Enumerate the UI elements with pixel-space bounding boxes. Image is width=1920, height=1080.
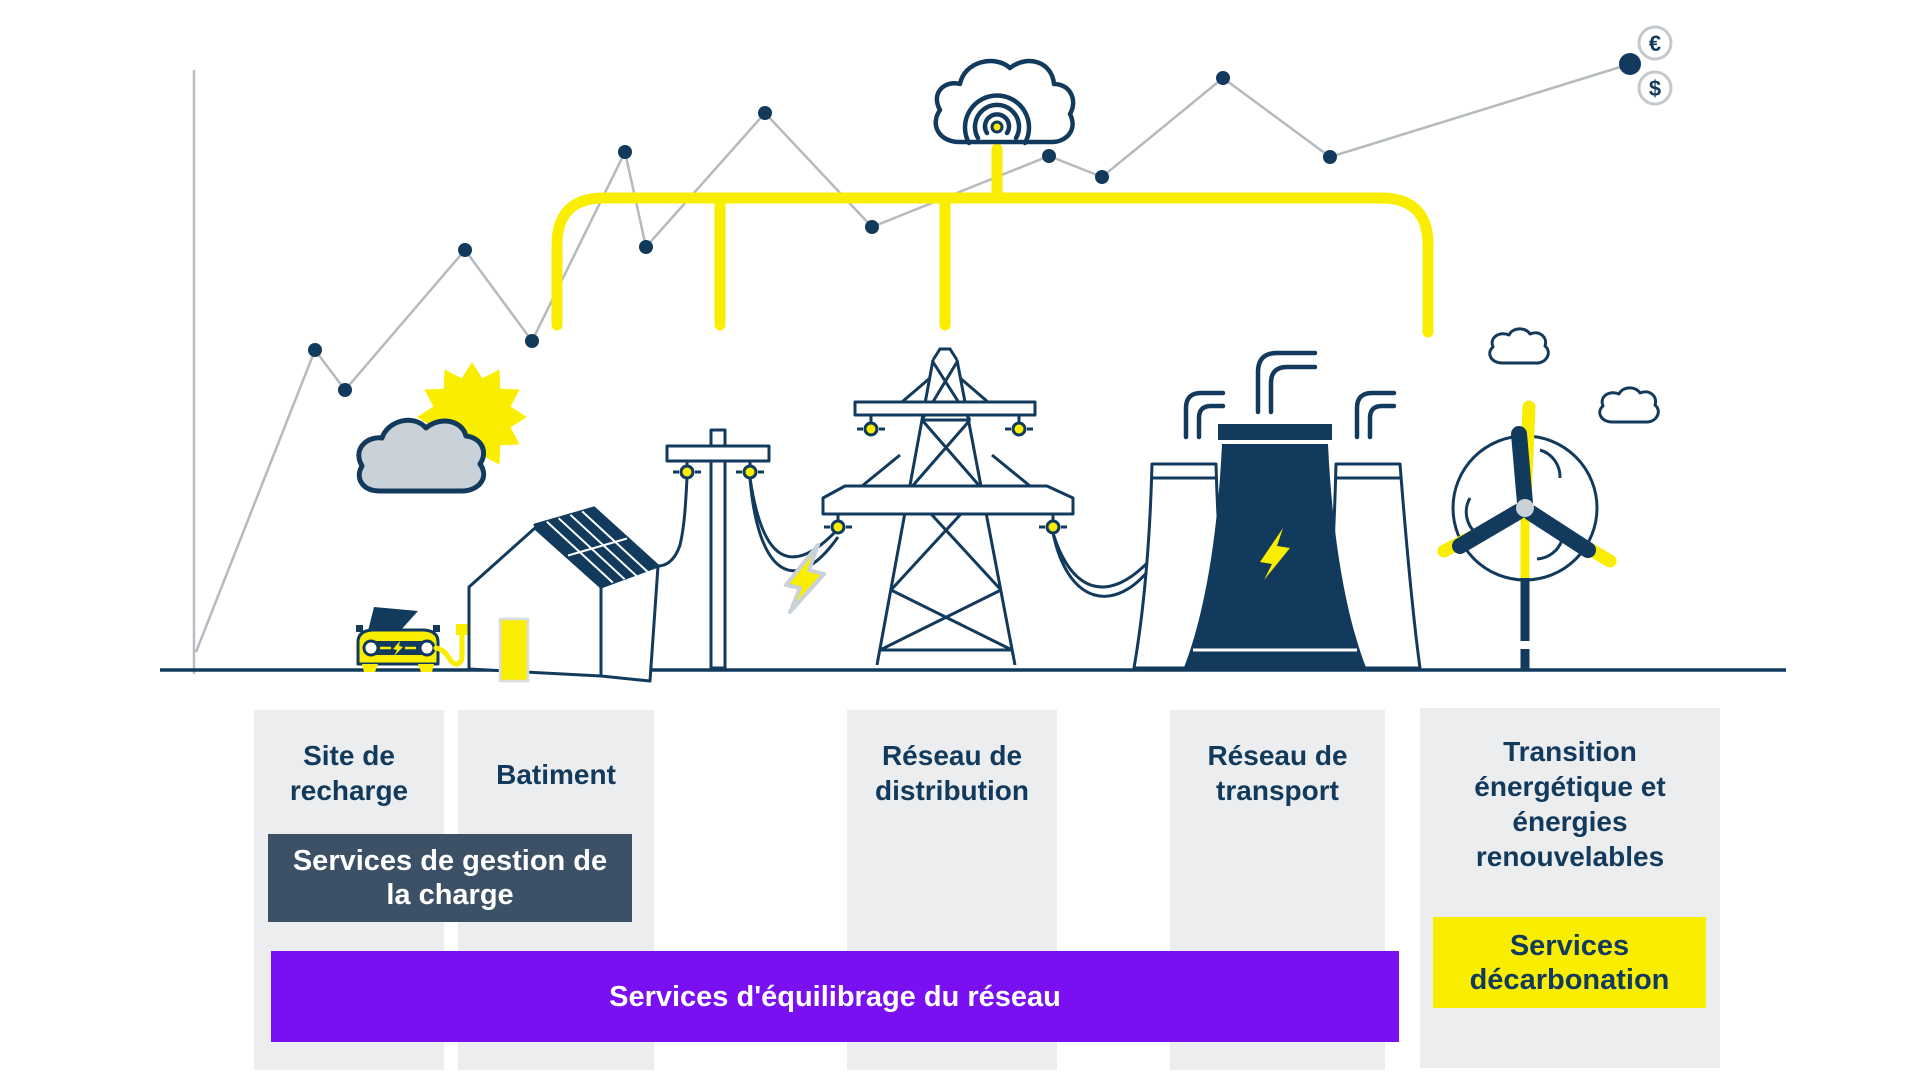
yellow-connector-bracket	[551, 143, 1434, 338]
wind-turbine-icon	[1437, 400, 1617, 669]
outline-cloud-icon	[1598, 386, 1660, 424]
dollar-glyph: $	[1649, 76, 1661, 101]
charging-cable	[433, 631, 465, 667]
chart-dot	[458, 243, 472, 257]
line-chart	[194, 53, 1641, 653]
dollar-icon: $	[1637, 70, 1673, 106]
chart-dot	[525, 334, 539, 348]
gray-cloud-icon	[356, 417, 487, 494]
column-title: Transition énergétique et énergies renou…	[1474, 736, 1666, 872]
ev-car-icon	[356, 607, 468, 672]
chart-polyline	[194, 62, 1631, 653]
column-transition-energetique: Transition énergétique et énergies renou…	[1420, 708, 1720, 1068]
utility-pole-icon	[665, 428, 771, 670]
banner-services-decarbonation: Services décarbonation	[1433, 917, 1706, 1008]
outline-cloud-icon	[1488, 327, 1550, 365]
chart-dot	[639, 240, 653, 254]
column-title: Site de recharge	[289, 740, 409, 806]
transmission-tower-icon	[821, 347, 1075, 666]
chart-dot	[865, 220, 879, 234]
solar-panel-grid	[546, 510, 649, 584]
plant-lightning-bolt	[1260, 528, 1290, 580]
solar-building-icon	[467, 506, 660, 683]
euro-glyph: €	[1649, 31, 1661, 56]
banner-label: Services décarbonation	[1469, 929, 1670, 996]
chart-dot	[308, 343, 322, 357]
chart-dot	[618, 145, 632, 159]
steam-pipes	[1183, 350, 1397, 440]
cloud-wifi-icon	[933, 58, 1076, 146]
column-title: Réseau de transport	[1207, 740, 1348, 806]
column-title: Batiment	[496, 759, 616, 790]
charger-box	[456, 624, 468, 635]
banner-label: Services de gestion de la charge	[292, 845, 608, 911]
banner-label: Services d'équilibrage du réseau	[609, 980, 1061, 1013]
euro-icon: €	[1637, 25, 1673, 61]
building-door	[498, 617, 530, 683]
chart-dot	[1095, 170, 1109, 184]
column-title: Réseau de distribution	[875, 740, 1029, 806]
banner-services-gestion-charge: Services de gestion de la charge	[268, 834, 632, 922]
chart-end-dot	[1619, 53, 1641, 75]
chart-dot	[1323, 150, 1337, 164]
chart-dot	[338, 383, 352, 397]
lightning-bolt-icon	[784, 543, 826, 614]
chart-dot	[1216, 71, 1230, 85]
chart-dots	[308, 53, 1641, 397]
banner-services-equilibrage: Services d'équilibrage du réseau	[271, 951, 1399, 1042]
power-plant-icon	[1132, 350, 1422, 670]
chart-dot	[758, 106, 772, 120]
power-wires	[632, 477, 1154, 598]
chart-dot	[1042, 149, 1056, 163]
